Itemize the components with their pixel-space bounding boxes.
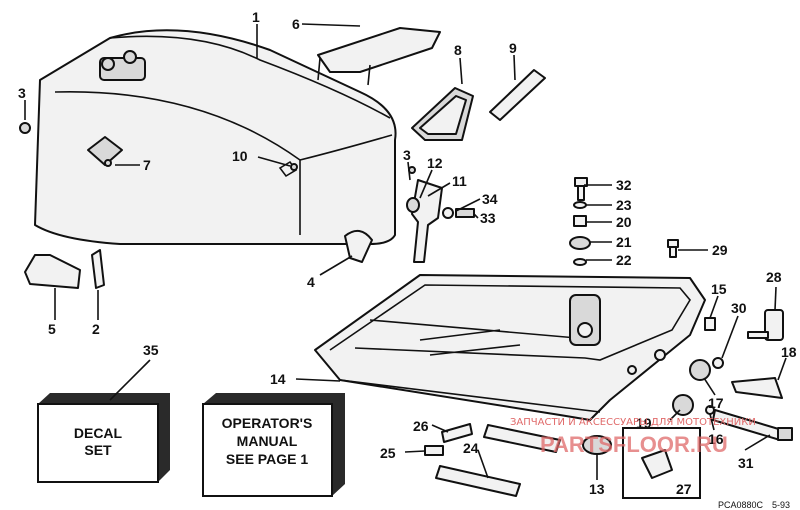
manual-line3: SEE PAGE 1: [226, 451, 308, 467]
decal-line2: SET: [84, 442, 112, 458]
manual-line2: MANUAL: [237, 433, 298, 449]
seal-strips-part: [424, 423, 561, 497]
part-number-12: 12: [427, 155, 443, 171]
washer-part: [573, 201, 587, 209]
upper-cowl: [34, 29, 397, 245]
part-number-20: 20: [616, 214, 632, 230]
lower-cowl: [314, 274, 706, 421]
latch-lever-part: [411, 179, 443, 263]
part-number-31: 31: [738, 455, 754, 471]
screw-washer-part: [442, 207, 475, 219]
handle-part: [731, 377, 783, 399]
part-number-2: 2: [92, 321, 100, 337]
part-number-35: 35: [143, 342, 159, 358]
washer-part-2: [573, 258, 587, 266]
part-number-16: 16: [708, 431, 724, 447]
part-number-25: 25: [380, 445, 396, 461]
part-number-29: 29: [712, 242, 728, 258]
grommet-part-3: [672, 394, 694, 416]
grommet-part-2: [689, 359, 711, 381]
bracket-part: [91, 249, 105, 289]
part-number-11: 11: [452, 173, 467, 189]
part-number-13: 13: [589, 481, 605, 497]
part-number-27: 27: [676, 481, 692, 497]
grille-part: [411, 87, 474, 141]
part-number-26: 26: [413, 418, 429, 434]
watermark-small: ЗАПЧАСТИ И АКСЕССУАРЫ ДЛЯ МОТОТЕХНИКИ: [510, 417, 756, 428]
watermark-large: PARTSFLOOR.RU: [540, 432, 728, 457]
figure-date: 5-93: [772, 500, 790, 510]
part-number-21: 21: [616, 234, 632, 250]
part-number-6: 6: [292, 16, 300, 32]
decal-line1: DECAL: [74, 425, 123, 441]
rod-part: [712, 409, 793, 441]
leader-lines: [24, 23, 787, 480]
part-number-14: 14: [270, 371, 286, 387]
part-number-34: 34: [482, 191, 498, 207]
part-number-23: 23: [616, 197, 632, 213]
part-number-7: 7: [143, 157, 151, 173]
part-number-10: 10: [232, 148, 248, 164]
screw-part: [19, 122, 31, 134]
bushing-part-2: [704, 317, 716, 331]
latch-assembly-part: [747, 309, 784, 341]
clip-box-part: [622, 427, 701, 499]
part-number-1: 1: [252, 9, 260, 25]
grommet-part-4: [582, 435, 612, 455]
part-number-19: 19: [636, 415, 652, 431]
part-number-15: 15: [711, 281, 727, 297]
part-number-3a: 3: [18, 85, 26, 101]
decal-set-box: DECAL SET: [37, 393, 170, 483]
screw-part-2: [667, 239, 679, 258]
watermark: ЗАПЧАСТИ И АКСЕССУАРЫ ДЛЯ МОТОТЕХНИКИ PA…: [510, 417, 756, 457]
grommet-part: [569, 236, 591, 250]
part-number-22: 22: [616, 252, 632, 268]
bushing-part: [406, 197, 420, 213]
part-number-labels: 1 6 3 7 10 8 9 3 12 11 34 33 2 5 4 14 35…: [18, 9, 797, 497]
part-number-30: 30: [731, 300, 747, 316]
part-number-3b: 3: [403, 147, 411, 163]
part-number-24: 24: [463, 440, 479, 456]
spacer-part: [573, 215, 587, 227]
cover-plate-part: [317, 27, 441, 86]
clip-part: [344, 229, 373, 263]
part-number-18: 18: [781, 344, 797, 360]
part-number-9: 9: [509, 40, 517, 56]
figure-code: PCA0880C: [718, 500, 764, 510]
operators-manual-box: OPERATOR'S MANUAL SEE PAGE 1: [202, 393, 345, 497]
part-number-5: 5: [48, 321, 56, 337]
decal-strip-part: [489, 69, 546, 121]
seal-part: [24, 254, 81, 289]
manual-line1: OPERATOR'S: [222, 415, 313, 431]
washer-part-3: [712, 357, 724, 369]
part-number-17: 17: [708, 395, 724, 411]
part-number-33: 33: [480, 210, 496, 226]
part-number-4: 4: [307, 274, 315, 290]
part-number-28: 28: [766, 269, 782, 285]
part-number-32: 32: [616, 177, 632, 193]
bolt-part: [574, 177, 588, 201]
part-number-8: 8: [454, 42, 462, 58]
